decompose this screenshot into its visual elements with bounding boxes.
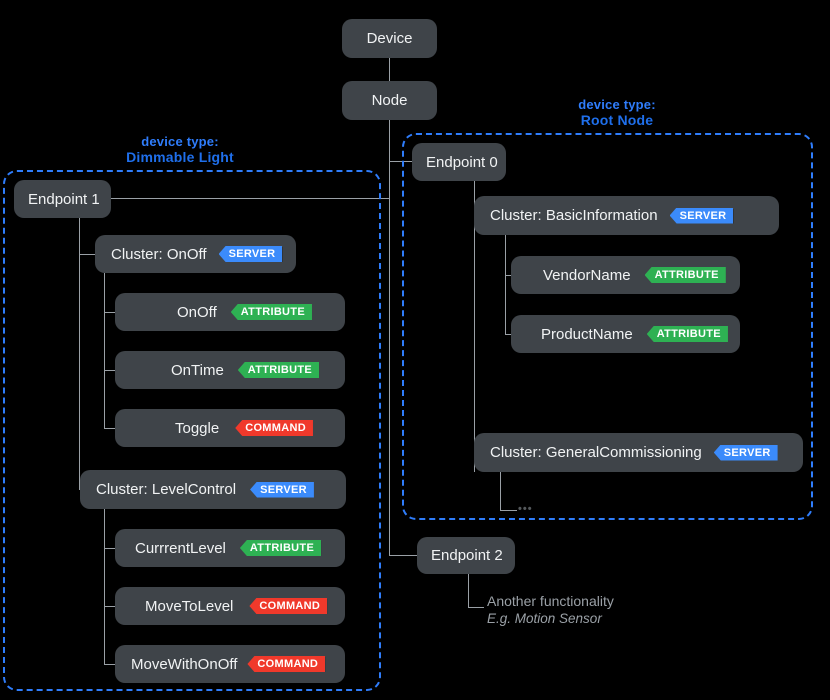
cluster-box-onoff[interactable]: Cluster: OnOff SERVER xyxy=(95,235,296,273)
member-name: MoveWithOnOff xyxy=(131,655,238,673)
member-name: CurrrentLevel xyxy=(135,539,226,557)
connector-levelcontrol-member-2 xyxy=(104,664,116,665)
member-name: ProductName xyxy=(541,325,633,343)
connector-basicinfo-productname xyxy=(505,334,512,335)
member-box-currrentlevel[interactable]: CurrrentLevel ATTRIBUTE xyxy=(115,529,345,567)
member-name: MoveToLevel xyxy=(145,597,234,615)
connector-onoff-member-0 xyxy=(104,312,116,313)
device-type-label-dimmable: device type: Dimmable Light xyxy=(90,134,270,166)
badge-command: COMMAND xyxy=(235,420,313,436)
member-box-productname[interactable]: ProductName ATTRIBUTE xyxy=(511,315,740,353)
connector-generalcomm-more xyxy=(500,510,517,511)
connector-ep0-spine xyxy=(474,181,475,472)
node-box-device-label: Device xyxy=(366,30,413,47)
node-box-node[interactable]: Node xyxy=(342,81,437,120)
cluster-box-generalcommissioning[interactable]: Cluster: GeneralCommissioning SERVER xyxy=(474,433,803,472)
cluster-label: Cluster: GeneralCommissioning xyxy=(490,444,702,461)
endpoint-label-2: Endpoint 2 xyxy=(431,547,503,564)
member-box-toggle[interactable]: Toggle COMMAND xyxy=(115,409,345,447)
device-type-value: Dimmable Light xyxy=(126,149,234,166)
endpoint-box-1[interactable]: Endpoint 1 xyxy=(14,180,111,218)
member-box-movetolevel[interactable]: MoveToLevel COMMAND xyxy=(115,587,345,625)
endpoint-box-0[interactable]: Endpoint 0 xyxy=(412,143,506,181)
member-name: OnTime xyxy=(171,361,224,379)
device-type-key: device type: xyxy=(578,97,656,112)
connector-ep1-onoff xyxy=(79,254,95,255)
note-line-1: Another functionality xyxy=(487,593,614,609)
badge-attribute: ATTRIBUTE xyxy=(644,267,726,283)
endpoint-label-0: Endpoint 0 xyxy=(426,153,498,171)
cluster-box-levelcontrol[interactable]: Cluster: LevelControl SERVER xyxy=(80,470,346,509)
generalcomm-more-ellipsis: ••• xyxy=(518,503,533,515)
member-box-ontime[interactable]: OnTime ATTRIBUTE xyxy=(115,351,345,389)
badge-attribute: ATTRIBUTE xyxy=(230,304,312,320)
node-box-device[interactable]: Device xyxy=(342,19,437,58)
badge-server: SERVER xyxy=(669,207,734,224)
connector-levelcontrol-spine xyxy=(104,509,105,665)
note-line-2: E.g. Motion Sensor xyxy=(487,611,602,627)
connector-trunk-ep2 xyxy=(389,555,417,556)
connector-onoff-member-2 xyxy=(104,428,116,429)
connector-ep1-spine xyxy=(79,218,80,490)
cluster-label: Cluster: LevelControl xyxy=(96,481,237,498)
device-type-label-root: device type: Root Node xyxy=(527,97,707,129)
node-box-node-label: Node xyxy=(371,92,408,109)
badge-attribute: ATTRIBUTE xyxy=(239,540,322,556)
connector-trunk-ep0 xyxy=(389,161,413,162)
badge-server: SERVER xyxy=(218,246,283,262)
badge-command: COMMAND xyxy=(247,656,326,672)
cluster-label: Cluster: BasicInformation xyxy=(490,207,658,224)
endpoint-label-1: Endpoint 1 xyxy=(28,190,100,208)
member-box-vendorname[interactable]: VendorName ATTRIBUTE xyxy=(511,256,740,294)
member-name: OnOff xyxy=(177,303,217,321)
member-box-movewithonoff[interactable]: MoveWithOnOff COMMAND xyxy=(115,645,345,683)
connector-node-trunk xyxy=(389,119,390,556)
cluster-box-basicinformation[interactable]: Cluster: BasicInformation SERVER xyxy=(474,196,779,235)
badge-server: SERVER xyxy=(250,481,314,498)
connector-ep2-spine xyxy=(468,574,469,608)
member-box-onoff[interactable]: OnOff ATTRIBUTE xyxy=(115,293,345,331)
badge-command: COMMAND xyxy=(249,598,328,614)
connector-ep2-note xyxy=(468,607,484,608)
connector-basicinfo-vendorname xyxy=(505,275,512,276)
cluster-label: Cluster: OnOff xyxy=(111,245,207,263)
connector-levelcontrol-member-0 xyxy=(104,548,116,549)
connector-generalcomm-spine xyxy=(500,472,501,511)
device-type-key: device type: xyxy=(141,134,219,149)
connector-levelcontrol-member-1 xyxy=(104,606,116,607)
connector-onoff-spine xyxy=(104,273,105,428)
connector-onoff-member-1 xyxy=(104,370,116,371)
connector-device-node xyxy=(389,57,390,82)
device-type-value: Root Node xyxy=(580,112,654,129)
badge-server: SERVER xyxy=(713,444,778,461)
connector-trunk-ep1 xyxy=(111,198,390,199)
badge-attribute: ATTRIBUTE xyxy=(237,362,320,378)
member-name: VendorName xyxy=(543,266,631,284)
badge-attribute: ATTRIBUTE xyxy=(646,326,728,342)
endpoint-2-note: Another functionality E.g. Motion Sensor xyxy=(487,592,614,628)
endpoint-box-2[interactable]: Endpoint 2 xyxy=(417,537,515,574)
member-name: Toggle xyxy=(175,419,220,437)
connector-basicinfo-spine xyxy=(505,235,506,334)
